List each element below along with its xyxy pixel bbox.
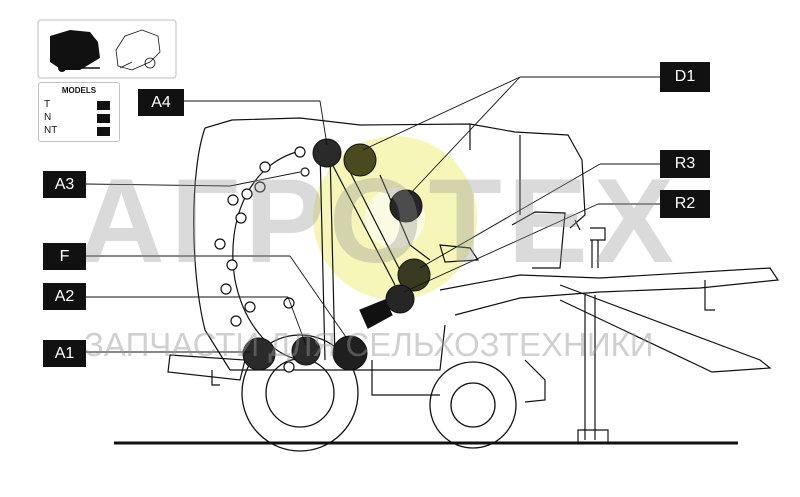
- callout-a1[interactable]: A1: [43, 340, 86, 367]
- model-n-marker: [97, 114, 110, 123]
- model-t-marker: [97, 101, 110, 110]
- baler-silhouette-outline-icon: [115, 29, 161, 71]
- roller-f: [332, 335, 368, 371]
- callout-a3[interactable]: A3: [43, 171, 86, 198]
- rear-wheel: [429, 361, 517, 449]
- roller-a4: [312, 138, 342, 168]
- models-title: MODELS: [61, 86, 97, 95]
- callout-a2[interactable]: A2: [43, 283, 86, 310]
- callout-d1[interactable]: D1: [660, 62, 710, 92]
- model-nt-marker: [97, 127, 110, 136]
- callout-r2[interactable]: R2: [660, 190, 710, 218]
- watermark-tagline: ЗАПЧАСТИ ДЛЯ СЕЛЬХОЗТЕХНИКИ: [84, 326, 654, 363]
- highlighted-rollers: [242, 138, 431, 371]
- callout-r3[interactable]: R3: [660, 150, 710, 178]
- baler-silhouette-filled-icon: [50, 30, 100, 72]
- chamber-rollers: [214, 146, 310, 373]
- roller-r2: [385, 284, 415, 314]
- watermark-brand: АГРОТЕХ: [78, 154, 680, 288]
- roller-d1-lower: [389, 189, 423, 223]
- thumbnail-icons: [37, 19, 177, 79]
- models-legend: MODELS T N NT: [38, 82, 120, 142]
- model-row-nt: NT: [44, 125, 58, 136]
- leader-lines: [85, 76, 660, 353]
- roller-a2: [291, 336, 321, 366]
- model-row-n: N: [44, 112, 52, 123]
- belt-arm: [319, 149, 480, 361]
- roller-d1-upper: [343, 143, 377, 177]
- callout-f[interactable]: F: [43, 243, 86, 270]
- model-row-t: T: [44, 99, 51, 110]
- callout-a4[interactable]: A4: [138, 89, 184, 116]
- roller-a1: [242, 337, 276, 371]
